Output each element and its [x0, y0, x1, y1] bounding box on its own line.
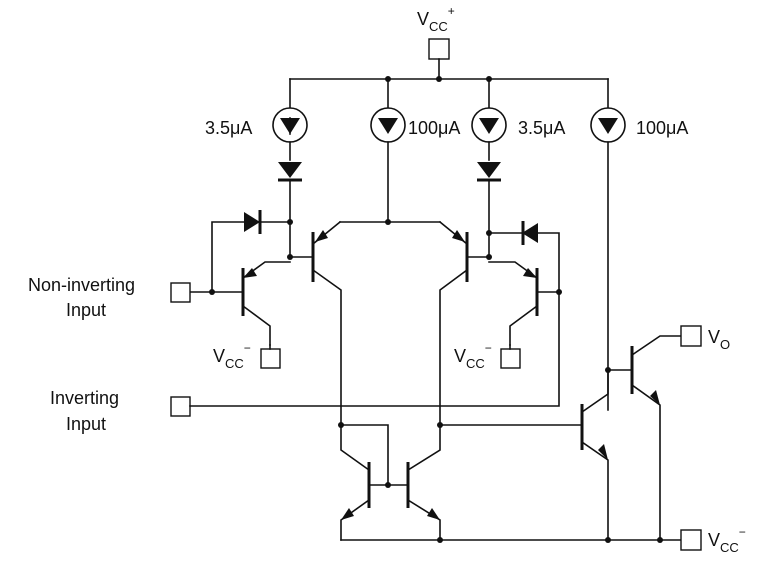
source-2-label: 100μA	[408, 118, 460, 138]
vcc-neg-label-left: VCC−	[213, 341, 251, 371]
current-source-4	[590, 78, 626, 411]
transistor-q-input-left	[211, 261, 291, 346]
junction-dot	[437, 537, 443, 543]
noninv-input-pad[interactable]	[170, 282, 191, 303]
vcc-neg-label-right: VCC−	[454, 341, 492, 371]
inv-label-line1: Inverting	[50, 388, 119, 408]
junction-dot	[605, 537, 611, 543]
source-3-label: 3.5μA	[518, 118, 565, 138]
inv-input-pad[interactable]	[170, 396, 191, 417]
vo-label: VO	[708, 327, 730, 352]
junction-dot	[657, 537, 663, 543]
clamp-diode-left	[211, 210, 291, 293]
current-source-1	[272, 78, 308, 161]
diode-2	[477, 162, 501, 258]
vo-pad[interactable]	[680, 325, 702, 347]
current-source-2	[370, 78, 406, 223]
source-4-label: 100μA	[636, 118, 688, 138]
transistor-q-diff-right	[438, 220, 490, 426]
diode-1	[278, 162, 302, 258]
mirror-diode-wire	[340, 424, 389, 486]
transistor-q-mirror-right	[406, 424, 441, 541]
transistor-q-diff-left	[289, 220, 342, 426]
vcc-neg-label-main: VCC−	[708, 525, 746, 555]
clamp-diode-right	[488, 221, 560, 293]
transistor-q-output	[630, 335, 682, 541]
transistor-q-mirror-left	[340, 424, 409, 541]
current-source-3	[471, 78, 507, 161]
vcc-positive-terminal: VCC+	[417, 4, 455, 60]
junction-dot	[436, 76, 442, 82]
vcc-neg-pad-left[interactable]	[260, 348, 281, 369]
noninv-label-line2: Input	[66, 300, 106, 320]
junction-dot	[385, 482, 391, 488]
source-1-label: 3.5μA	[205, 118, 252, 138]
inv-input-wire	[189, 291, 560, 407]
vcc-neg-pad-right[interactable]	[500, 348, 521, 369]
vcc-neg-pad-main[interactable]	[680, 529, 702, 551]
noninv-label-line1: Non-inverting	[28, 275, 135, 295]
transistor-q-input-right	[488, 261, 560, 346]
vcc-positive-label: VCC+	[417, 4, 455, 34]
transistor-q-gain	[580, 369, 609, 541]
inv-label-line2: Input	[66, 414, 106, 434]
vcc-positive-pad[interactable]	[428, 38, 450, 60]
